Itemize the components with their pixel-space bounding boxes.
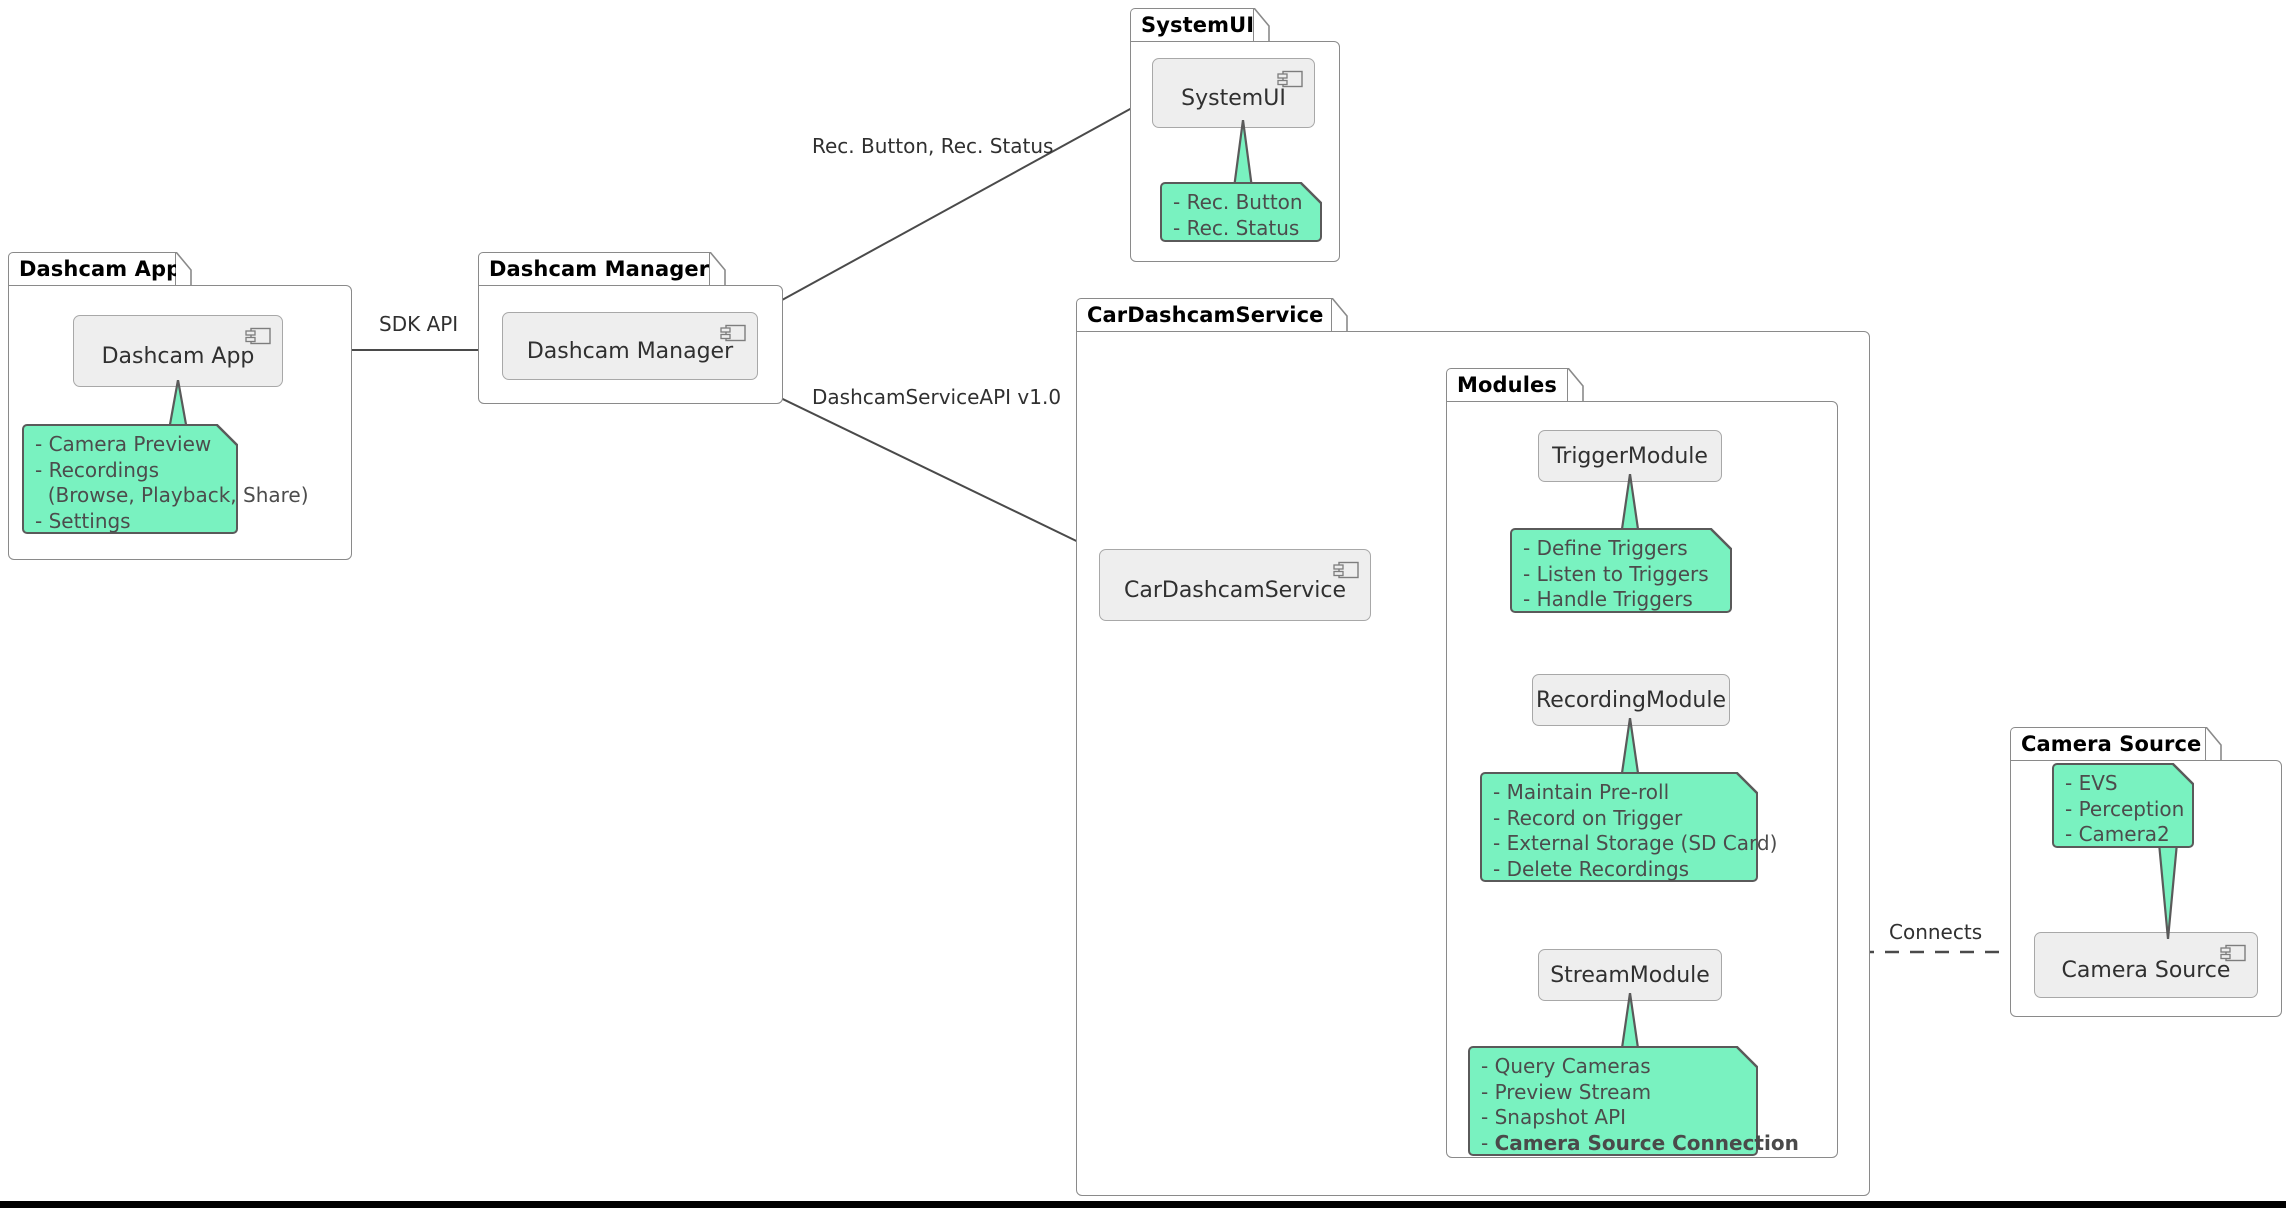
package-label: CarDashcamService (1087, 303, 1324, 327)
note-text: - Query Cameras - Preview Stream - Snaps… (1481, 1054, 1799, 1155)
component-dashcam-app[interactable]: Dashcam App (73, 315, 283, 387)
package-label: Dashcam App (19, 257, 182, 281)
component-label: Dashcam App (101, 343, 255, 369)
edge-label-sdk-api: SDK API (379, 312, 459, 336)
component-dashcam-manager[interactable]: Dashcam Manager (502, 312, 758, 380)
note-fold-icon (1300, 182, 1322, 204)
component-label: SystemUI (1181, 85, 1286, 111)
note-connector-systemui (1232, 120, 1254, 188)
note-dashcam-app: - Camera Preview - Recordings (Browse, P… (22, 424, 309, 534)
note-text: - Maintain Pre-roll - Record on Trigger … (1493, 780, 1778, 881)
note-connector-dashcam-app (167, 380, 189, 430)
edge-label-dashcamserviceapi: DashcamServiceAPI v1.0 (812, 385, 1062, 409)
package-label: Dashcam Manager (489, 257, 710, 281)
package-tab-corner-icon (176, 252, 192, 286)
note-fold-icon (2172, 763, 2194, 785)
note-text: - Define Triggers - Listen to Triggers -… (1523, 536, 1709, 611)
note-fold-icon (1736, 1046, 1758, 1068)
component-recordingmodule[interactable]: RecordingModule (1532, 674, 1730, 726)
edge-rec-button-status (741, 96, 1153, 323)
component-cardashcamservice[interactable]: CarDashcamService (1099, 549, 1371, 621)
component-label: StreamModule (1550, 962, 1710, 988)
note-connector-streammodule (1619, 993, 1641, 1055)
component-label: Camera Source (2061, 957, 2231, 983)
note-fold-icon (1736, 772, 1758, 794)
edge-label-connects: Connects (1889, 920, 1983, 944)
component-streammodule[interactable]: StreamModule (1538, 949, 1722, 1001)
note-systemui: - Rec. Button - Rec. Status (1160, 182, 1322, 242)
component-systemui[interactable]: SystemUI (1152, 58, 1315, 128)
uml-component-icon (1277, 70, 1303, 88)
package-tab-corner-icon (2206, 727, 2222, 761)
uml-component-icon (2220, 944, 2246, 962)
component-camera-source[interactable]: Camera Source (2034, 932, 2258, 998)
package-tab-corner-icon (710, 252, 726, 286)
note-text: - Rec. Button - Rec. Status (1173, 190, 1303, 240)
package-systemui: SystemUI SystemUI - Rec. Button - Rec. S… (1130, 8, 1340, 262)
bottom-bar (0, 1201, 2286, 1208)
component-label: RecordingModule (1535, 687, 1727, 713)
uml-component-icon (245, 327, 271, 345)
package-dashcam-manager: Dashcam Manager Dashcam Manager (478, 252, 783, 404)
package-tab: Modules (1446, 368, 1568, 402)
package-tab: Dashcam App (8, 252, 181, 286)
package-tab: SystemUI (1130, 8, 1254, 42)
note-streammodule: - Query Cameras - Preview Stream - Snaps… (1468, 1046, 1799, 1156)
component-label: TriggerModule (1552, 443, 1708, 469)
edge-dashcamserviceapi (759, 387, 1096, 551)
package-tab-corner-icon (1254, 8, 1270, 42)
note-text: - Camera Preview - Recordings (Browse, P… (35, 432, 309, 533)
uml-component-icon (1333, 561, 1359, 579)
package-tab: Dashcam Manager (478, 252, 710, 286)
note-connector-triggermodule (1619, 474, 1641, 536)
package-modules: Modules TriggerModule - Define Triggers … (1446, 368, 1838, 1158)
edge-label-rec-button-status: Rec. Button, Rec. Status (812, 134, 1054, 158)
package-label: SystemUI (1141, 13, 1255, 37)
note-fold-icon (1710, 528, 1732, 550)
uml-component-icon (720, 324, 746, 342)
note-connector-recordingmodule (1619, 718, 1641, 780)
note-text: - EVS - Perception - Camera2 (2065, 771, 2185, 846)
note-recordingmodule: - Maintain Pre-roll - Record on Trigger … (1480, 772, 1777, 882)
note-camera-source: - EVS - Perception - Camera2 (2052, 763, 2194, 848)
package-tab: CarDashcamService (1076, 298, 1332, 332)
package-camera-source: Camera Source - EVS - Perception - Camer… (2010, 727, 2282, 1017)
package-label: Modules (1457, 373, 1557, 397)
package-tab-corner-icon (1332, 298, 1348, 332)
package-label: Camera Source (2021, 732, 2202, 756)
package-tab: Camera Source (2010, 727, 2206, 761)
note-fold-icon (216, 424, 238, 446)
component-triggermodule[interactable]: TriggerModule (1538, 430, 1722, 482)
note-connector-camera-source (2157, 843, 2179, 939)
note-triggermodule: - Define Triggers - Listen to Triggers -… (1510, 528, 1732, 613)
package-tab-corner-icon (1568, 368, 1584, 402)
package-cardashcamservice: CarDashcamService CarDashcamService Modu… (1076, 298, 1870, 1196)
component-label: Dashcam Manager (526, 338, 734, 364)
component-label: CarDashcamService (1123, 577, 1347, 603)
